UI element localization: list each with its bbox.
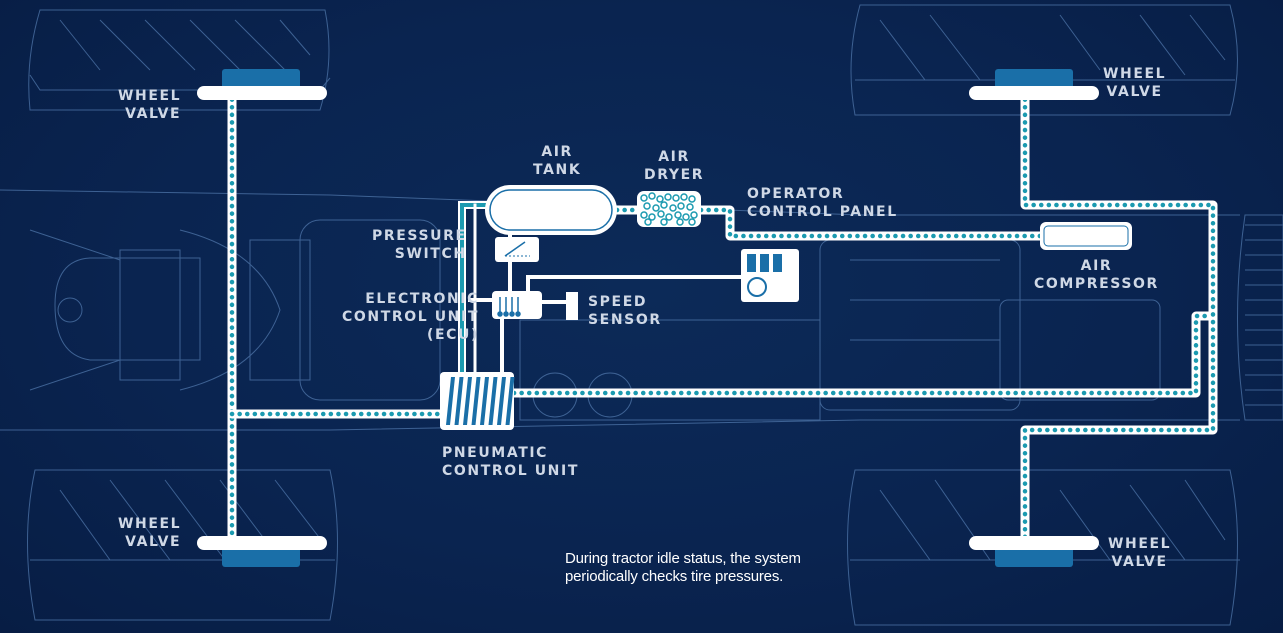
pcu-stripe xyxy=(454,377,464,425)
dryer-bubble xyxy=(676,218,684,226)
label-ecu: ELECTRONIC CONTROL UNIT (ECU) xyxy=(342,291,479,343)
air-compressor[interactable] xyxy=(1040,222,1132,250)
dryer-bubble xyxy=(644,218,652,226)
tire-outline-rear-left xyxy=(27,469,338,621)
label-wheel-valve-front-left: WHEEL VALVE xyxy=(118,88,182,122)
label-wheel-valve-rear-right: WHEEL VALVE xyxy=(1108,536,1172,570)
operator-control-panel[interactable] xyxy=(741,249,799,302)
wheel-valve-rear-right[interactable] xyxy=(969,536,1099,550)
label-pressure-switch: PRESSURE SWITCH xyxy=(372,228,467,262)
label-pneumatic-control-unit: PNEUMATIC CONTROL UNIT xyxy=(442,445,579,479)
label-air-dryer: AIR DRYER xyxy=(644,149,705,183)
label-air-compressor: AIR COMPRESSOR xyxy=(1034,258,1159,292)
ecu-box[interactable] xyxy=(492,291,542,319)
label-speed-sensor: SPEED SENSOR xyxy=(588,294,662,328)
pcu-stripe xyxy=(488,377,498,425)
dryer-bubble xyxy=(652,204,660,212)
wheel-hub-front-left xyxy=(222,69,300,89)
dryer-bubble xyxy=(648,192,656,200)
pneumatic-control-unit[interactable] xyxy=(440,372,515,430)
wheel-hub-front-right xyxy=(995,69,1073,89)
air-line-front-axle-loop-dots xyxy=(1022,89,1216,545)
dryer-bubble xyxy=(688,195,696,203)
label-operator-control-panel: OPERATOR CONTROL PANEL xyxy=(747,186,898,220)
label-wheel-valve-rear-left: WHEEL VALVE xyxy=(118,516,182,550)
air-dryer[interactable] xyxy=(637,191,701,227)
label-wheel-valve-front-right: WHEEL VALVE xyxy=(1103,66,1167,100)
dryer-bubble xyxy=(672,194,680,202)
dryer-bubble xyxy=(686,203,694,211)
dryer-bubble xyxy=(640,211,648,219)
wheel-valve-front-left[interactable] xyxy=(197,86,327,100)
electrical-lines xyxy=(458,201,744,376)
dryer-bubble xyxy=(688,218,696,226)
wheel-hub-rear-right xyxy=(995,547,1073,567)
air-line-dryer-to-compressor-dots xyxy=(698,207,1043,239)
speed-sensor[interactable] xyxy=(566,292,578,320)
air-tank[interactable] xyxy=(485,185,617,235)
tire-outline-rear-right xyxy=(847,469,1240,626)
dryer-bubble xyxy=(656,195,664,203)
wheel-hub-rear-left xyxy=(222,547,300,567)
dryer-bubble xyxy=(674,211,682,219)
dryer-bubble xyxy=(665,213,673,221)
pcu-stripe xyxy=(497,377,506,425)
dryer-bubble xyxy=(690,211,698,219)
dryer-bubble xyxy=(660,201,668,209)
dryer-bubble xyxy=(680,193,688,201)
air-line-front-axle-loop xyxy=(1020,87,1218,547)
dryer-bubble xyxy=(664,193,672,201)
dryer-bubble xyxy=(648,213,656,221)
tire-outline-front-left xyxy=(28,9,331,111)
dryer-bubble xyxy=(677,202,685,210)
label-air-tank: AIR TANK xyxy=(533,144,582,178)
dryer-bubble xyxy=(669,204,677,212)
pcu-stripe xyxy=(480,377,489,425)
pcu-stripe xyxy=(505,377,515,425)
pcu-stripe xyxy=(463,377,472,425)
dryer-bubble xyxy=(682,213,690,221)
caption-text: During tractor idle status, the system p… xyxy=(565,550,801,585)
air-line-pcu-to-front-dots xyxy=(511,313,1216,396)
dryer-bubble xyxy=(640,194,648,202)
dryer-bubble xyxy=(643,202,651,210)
pressure-switch[interactable] xyxy=(495,237,539,262)
wheel-valve-rear-left[interactable] xyxy=(197,536,327,550)
wheel-valve-front-right[interactable] xyxy=(969,86,1099,100)
front-weight-grille xyxy=(1237,214,1283,421)
dryer-bubble xyxy=(660,218,668,226)
pcu-stripe xyxy=(446,377,455,425)
pcu-stripe xyxy=(471,377,481,425)
dryer-bubble xyxy=(657,210,665,218)
